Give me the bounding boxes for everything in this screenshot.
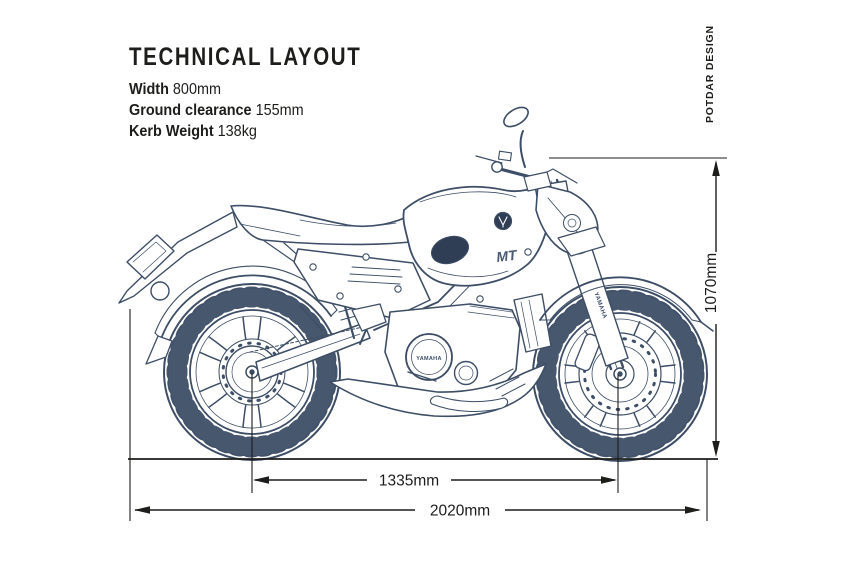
dimension-length-label: 2020mm	[430, 503, 490, 520]
handlebar	[475, 150, 552, 192]
radiator	[513, 293, 552, 353]
clutch-cover	[405, 333, 453, 381]
header: TECHNICAL LAYOUT Width 800mm Ground clea…	[129, 43, 412, 142]
spec-ground-clearance: Ground clearance 155mm	[129, 100, 393, 121]
license-plate-hanger	[118, 211, 238, 304]
brake-lever	[475, 155, 503, 164]
spec-kerb-weight: Kerb Weight 138kg	[129, 121, 393, 142]
belly-pan	[329, 363, 547, 418]
dimension-wheelbase-label: 1335mm	[379, 473, 439, 490]
rear-mudflap	[145, 335, 173, 365]
license-plate	[126, 234, 175, 280]
front-wheel	[532, 286, 708, 462]
swingarm	[249, 322, 373, 382]
spec-kerb-weight-value: 138kg	[217, 122, 257, 140]
engine: YAMAHA	[384, 303, 521, 402]
footpeg-bracket	[351, 303, 387, 345]
front-brake-caliper	[574, 333, 602, 372]
spec-width-value: 800mm	[172, 80, 221, 98]
engine-badge: YAMAHA	[416, 356, 441, 362]
spec-ground-clearance-label: Ground clearance	[129, 101, 252, 119]
panel-vents	[347, 266, 403, 285]
brake-pedal	[407, 371, 437, 382]
rear-indicator	[150, 281, 170, 301]
yamaha-roundel	[493, 211, 513, 231]
headlight	[532, 168, 606, 257]
fuel-tank: MT	[402, 182, 554, 287]
tank-intake-panel	[430, 235, 470, 265]
spec-kerb-weight-label: Kerb Weight	[129, 122, 214, 140]
seat-seam	[299, 219, 397, 227]
dimension-annotations: 1070mm 1335mm 2020mm	[128, 157, 727, 521]
tail-section	[230, 204, 420, 246]
page-title: TECHNICAL LAYOUT	[129, 43, 362, 71]
dimension-length: 2020mm	[134, 503, 701, 520]
spec-list: Width 800mm Ground clearance 155mm Kerb …	[129, 79, 412, 142]
dimension-wheelbase: 1335mm	[253, 473, 617, 490]
side-scoop	[557, 226, 606, 257]
spec-width-label: Width	[129, 80, 169, 98]
dimension-height-label: 1070mm	[703, 253, 720, 313]
motorcycle-line-art: MT YAMAHA	[118, 106, 714, 462]
master-cylinder	[497, 150, 513, 162]
spec-ground-clearance-value: 155mm	[255, 101, 304, 119]
front-fender	[539, 276, 714, 332]
rear-fender	[145, 265, 338, 365]
tank-badge: MT	[495, 246, 518, 265]
mirror	[503, 106, 529, 168]
bolts	[309, 248, 532, 303]
exhaust	[429, 395, 509, 412]
belly-vents	[489, 368, 526, 397]
instrument-cluster	[523, 171, 552, 192]
spec-width: Width 800mm	[129, 79, 393, 100]
bar-end	[491, 161, 503, 173]
projector-lens	[563, 214, 581, 232]
dimension-height: 1070mm	[703, 160, 720, 457]
